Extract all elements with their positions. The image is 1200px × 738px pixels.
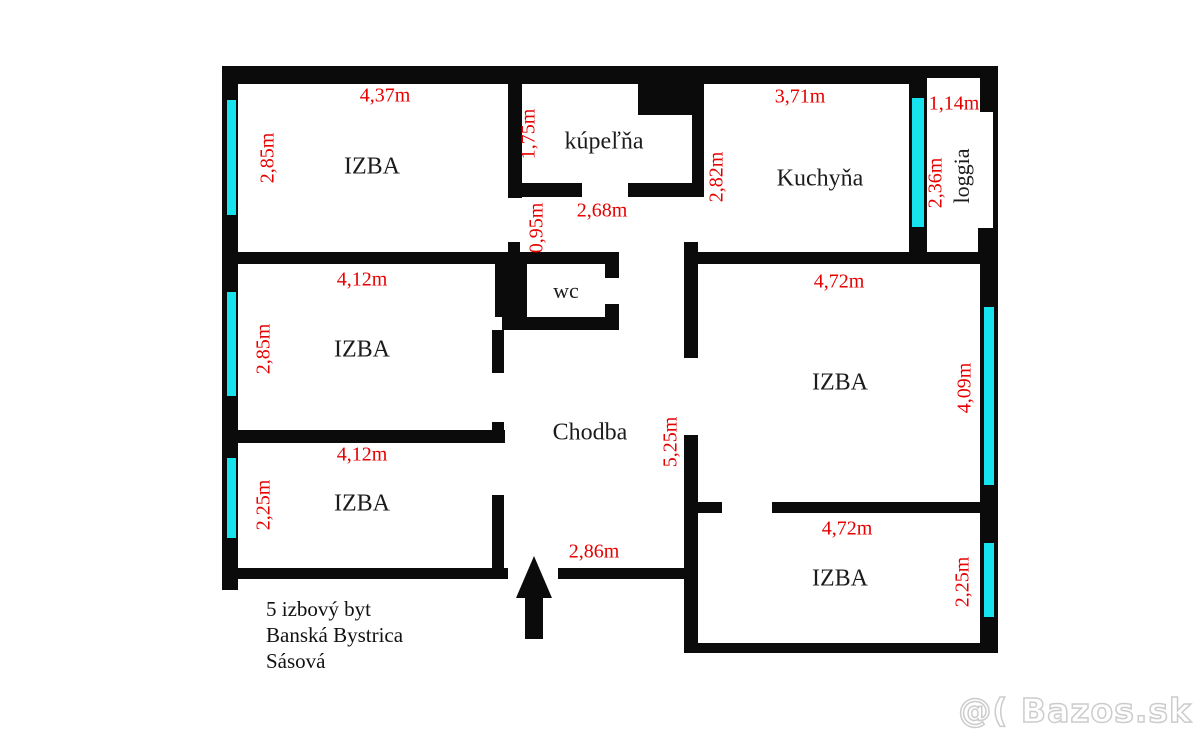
wall-segment (696, 502, 722, 513)
wall-segment (222, 252, 617, 264)
listing-type: 5 izbový byt (266, 597, 371, 621)
dim-entry-width: 2,86m (568, 540, 620, 563)
room-loggia-label: loggia (949, 148, 974, 204)
wall-segment (684, 568, 698, 653)
window-glass (984, 543, 994, 617)
room-izba5-label: IZBA (812, 565, 868, 592)
wall-segment (684, 435, 698, 577)
bazos-watermark: @( Bazos.sk (958, 690, 1192, 731)
window-glass (227, 458, 236, 538)
dim-izba3-width: 4,12m (336, 443, 388, 466)
listing-city: Banská Bystrica (266, 623, 404, 647)
room-izba4-label: IZBA (812, 369, 868, 396)
dim-izba4-depth: 4,09m (953, 362, 976, 414)
entrance-arrow-body (525, 597, 543, 639)
wall-segment (605, 252, 619, 278)
window-glass (912, 98, 924, 227)
wall-segment (558, 568, 686, 579)
dim-kuchyna-width: 3,71m (774, 85, 826, 108)
room-izba2-label: IZBA (334, 336, 390, 363)
wall-segment (502, 317, 617, 330)
window-glass (227, 292, 236, 396)
wall-segment (508, 84, 522, 198)
dim-izba5-depth: 2,25m (951, 556, 974, 608)
wall-segment (492, 330, 504, 373)
window-glass (227, 100, 236, 215)
wall-segment (222, 568, 508, 579)
wall-segment (993, 112, 998, 228)
dim-kuchyna-depth: 2,82m (705, 151, 728, 203)
listing-district: Sásová (266, 649, 326, 673)
wall-segment (495, 264, 527, 317)
wall-segment (508, 242, 520, 252)
dim-loggia-depth: 2,36m (924, 157, 947, 209)
wall-segment (684, 643, 998, 653)
wall-segment (508, 183, 582, 197)
room-chodba-label: Chodba (552, 419, 628, 446)
dim-izba3-depth: 2,25m (252, 479, 275, 531)
dim-chodba-length: 5,25m (659, 416, 682, 468)
wall-segment (628, 183, 700, 197)
dim-loggia-width: 1,14m (928, 92, 980, 115)
dim-izba2-depth: 2,85m (252, 323, 275, 375)
wall-segment (698, 252, 998, 264)
wall-segment (222, 430, 505, 443)
dim-izba1-depth: 2,85m (256, 132, 279, 184)
wall-segment (980, 66, 998, 112)
wall-segment (638, 84, 697, 115)
dim-kupelna-depth: 1,75m (517, 108, 540, 160)
room-izba3-label: IZBA (334, 490, 390, 517)
wall-segment (772, 502, 980, 513)
wall-segment (684, 242, 698, 358)
wall-segment (912, 66, 998, 78)
room-izba1-label: IZBA (344, 153, 400, 180)
wall-segment (692, 84, 704, 197)
dim-izba4-width: 4,72m (813, 270, 865, 293)
dim-passage-width: 0,95m (525, 202, 548, 254)
dim-izba2-width: 4,12m (336, 268, 388, 291)
window-glass (984, 307, 994, 485)
room-kuchyna-label: Kuchyňa (776, 165, 864, 192)
room-wc-label: wc (553, 278, 579, 303)
wall-segment (492, 495, 504, 568)
dim-izba1-width: 4,37m (359, 84, 411, 107)
room-kupelna-label: kúpeľňa (564, 128, 644, 155)
dim-izba5-width: 4,72m (821, 517, 873, 540)
wall-segment (222, 66, 912, 84)
listing-description: 5 izbový byt Banská Bystrica Sásová (266, 596, 403, 674)
dim-kupelna-width: 2,68m (576, 199, 628, 222)
entrance-arrow-head-icon (516, 556, 552, 598)
